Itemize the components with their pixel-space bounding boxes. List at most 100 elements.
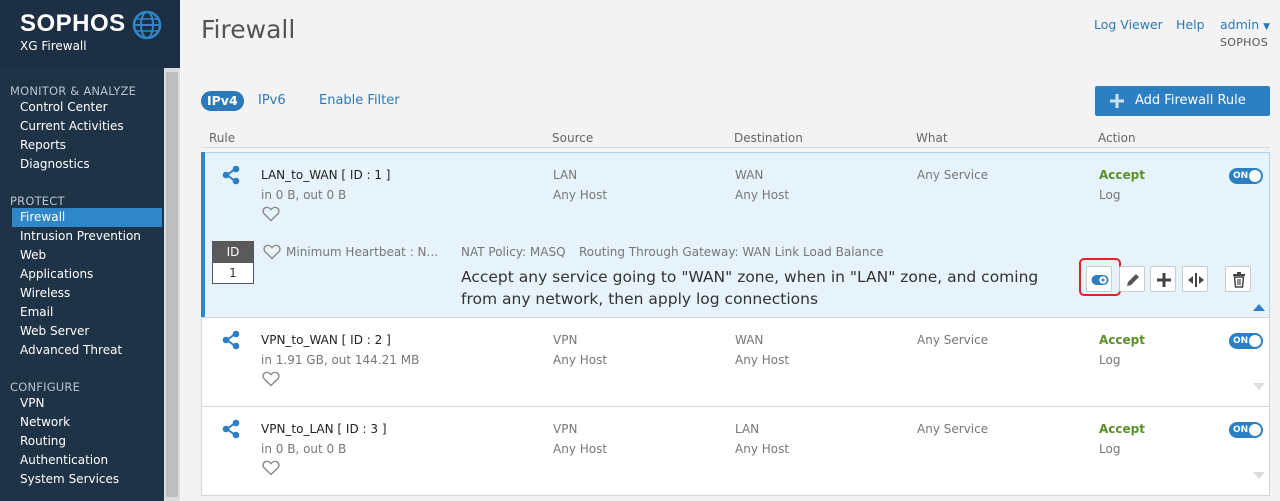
nav-item-intrusion-prevention[interactable]: Intrusion Prevention [20, 229, 141, 243]
toggle-label: ON [1233, 171, 1249, 181]
nav-item-applications[interactable]: Applications [20, 267, 94, 281]
caret-down-icon: ▼ [1263, 22, 1271, 32]
add-firewall-rule-button[interactable]: Add Firewall Rule [1095, 86, 1270, 116]
page-title: Firewall [201, 15, 296, 44]
enable-filter-link[interactable]: Enable Filter [319, 93, 400, 108]
toggle-label: ON [1233, 425, 1249, 435]
plus-icon [1110, 94, 1124, 108]
delete-button[interactable] [1225, 266, 1251, 292]
action-accept: Accept [1099, 333, 1145, 347]
source-host: Any Host [553, 353, 608, 367]
collapse-icon[interactable] [1253, 303, 1265, 311]
nav-item-system-services[interactable]: System Services [20, 472, 120, 486]
id-box: ID 1 [212, 241, 254, 284]
highlight-box [1079, 258, 1121, 296]
nav-item-routing[interactable]: Routing [20, 434, 67, 448]
heartbeat-heart-icon [263, 244, 281, 260]
plus-icon [1157, 273, 1171, 287]
share-icon [222, 330, 240, 350]
dest-zone: WAN [735, 168, 764, 182]
rule-row-1[interactable]: LAN_to_WAN [ ID : 1 ] in 0 B, out 0 B LA… [201, 152, 1270, 318]
brand-name: SOPHOS [20, 10, 126, 37]
toggle-switch-icon [1091, 275, 1109, 285]
nav-section-monitor: MONITOR & ANALYZE [10, 84, 137, 98]
heart-icon[interactable] [262, 371, 280, 387]
nav-item-firewall[interactable]: Firewall [12, 208, 162, 227]
nav-item-wireless[interactable]: Wireless [20, 286, 71, 300]
dest-host: Any Host [735, 442, 790, 456]
org-name: SOPHOS [1220, 36, 1268, 49]
dest-host: Any Host [735, 353, 790, 367]
pencil-icon [1127, 274, 1139, 286]
rule-toggle[interactable]: ON [1229, 422, 1263, 438]
service: Any Service [917, 422, 989, 436]
rule-row-2[interactable]: VPN_to_WAN [ ID : 2 ] in 1.91 GB, out 14… [201, 317, 1270, 407]
share-icon [222, 419, 240, 439]
toggle-knob [1249, 335, 1261, 347]
rule-toggle[interactable]: ON [1229, 168, 1263, 184]
log-viewer-link[interactable]: Log Viewer [1094, 17, 1163, 32]
action-accept: Accept [1099, 168, 1145, 182]
rule-name[interactable]: VPN_to_WAN [ ID : 2 ] [261, 333, 391, 347]
expand-icon[interactable] [1253, 383, 1265, 391]
nav-item-vpn[interactable]: VPN [20, 396, 45, 410]
id-label: ID [213, 242, 253, 263]
nav-item-diagnostics[interactable]: Diagnostics [20, 157, 90, 171]
nav-item-advanced-threat[interactable]: Advanced Threat [20, 343, 123, 357]
source-host: Any Host [553, 188, 608, 202]
log-toggle-button[interactable] [1086, 266, 1112, 292]
rule-name[interactable]: VPN_to_LAN [ ID : 3 ] [261, 422, 387, 436]
dest-zone: WAN [735, 333, 764, 347]
header-divider [201, 147, 1270, 148]
scrollbar-thumb[interactable] [166, 72, 178, 497]
source-zone: VPN [553, 422, 578, 436]
heart-icon[interactable] [262, 206, 280, 222]
nav-item-authentication[interactable]: Authentication [20, 453, 109, 467]
description-line-2: from any network, then apply log connect… [461, 290, 819, 308]
nav-item-network[interactable]: Network [20, 415, 71, 429]
move-icon [1188, 273, 1204, 287]
service: Any Service [917, 333, 989, 347]
add-firewall-rule-label: Add Firewall Rule [1135, 93, 1246, 108]
col-header-destination: Destination [734, 131, 803, 145]
tab-ipv6[interactable]: IPv6 [258, 93, 286, 108]
rule-row-3[interactable]: VPN_to_LAN [ ID : 3 ] in 0 B, out 0 B VP… [201, 406, 1270, 496]
rule-name[interactable]: LAN_to_WAN [ ID : 1 ] [261, 168, 391, 182]
source-zone: VPN [553, 333, 578, 347]
nat-policy: NAT Policy: MASQ [461, 245, 566, 259]
selected-indicator [201, 152, 205, 318]
help-link[interactable]: Help [1176, 17, 1205, 32]
user-menu[interactable]: admin ▼ [1220, 17, 1270, 32]
nav-item-reports[interactable]: Reports [20, 138, 67, 152]
edit-button[interactable] [1119, 266, 1145, 292]
nav-item-control-center[interactable]: Control Center [20, 100, 108, 114]
nav-item-web-server[interactable]: Web Server [20, 324, 90, 338]
id-value: 1 [229, 266, 237, 280]
nav-section-protect: PROTECT [10, 194, 65, 208]
expand-icon[interactable] [1253, 472, 1265, 480]
service: Any Service [917, 168, 989, 182]
rule-description: Accept any service going to "WAN" zone, … [461, 266, 1081, 310]
rule-stats: in 1.91 GB, out 144.21 MB [261, 353, 420, 367]
nav-menu: MONITOR & ANALYZE Control Center Current… [0, 68, 164, 501]
source-zone: LAN [553, 168, 578, 182]
dest-zone: LAN [735, 422, 760, 436]
share-icon [222, 165, 240, 185]
action-accept: Accept [1099, 422, 1145, 436]
description-line-1: Accept any service going to "WAN" zone, … [461, 268, 1039, 286]
nav-item-email[interactable]: Email [20, 305, 54, 319]
toggle-knob [1249, 170, 1261, 182]
heart-icon[interactable] [262, 460, 280, 476]
nav-item-web[interactable]: Web [20, 248, 47, 262]
col-header-source: Source [552, 131, 594, 145]
sidebar-scrollbar[interactable] [164, 68, 180, 501]
tab-ipv4[interactable]: IPv4 [201, 91, 244, 111]
rule-toggle[interactable]: ON [1229, 333, 1263, 349]
nav-item-current-activities[interactable]: Current Activities [20, 119, 124, 133]
col-header-what: What [916, 131, 948, 145]
dest-host: Any Host [735, 188, 790, 202]
action-log: Log [1099, 353, 1121, 367]
sidebar: SOPHOS XG Firewall MONITOR & ANALYZE Con… [0, 0, 180, 501]
move-rule-button[interactable] [1182, 266, 1208, 292]
add-rule-button[interactable] [1150, 266, 1176, 292]
